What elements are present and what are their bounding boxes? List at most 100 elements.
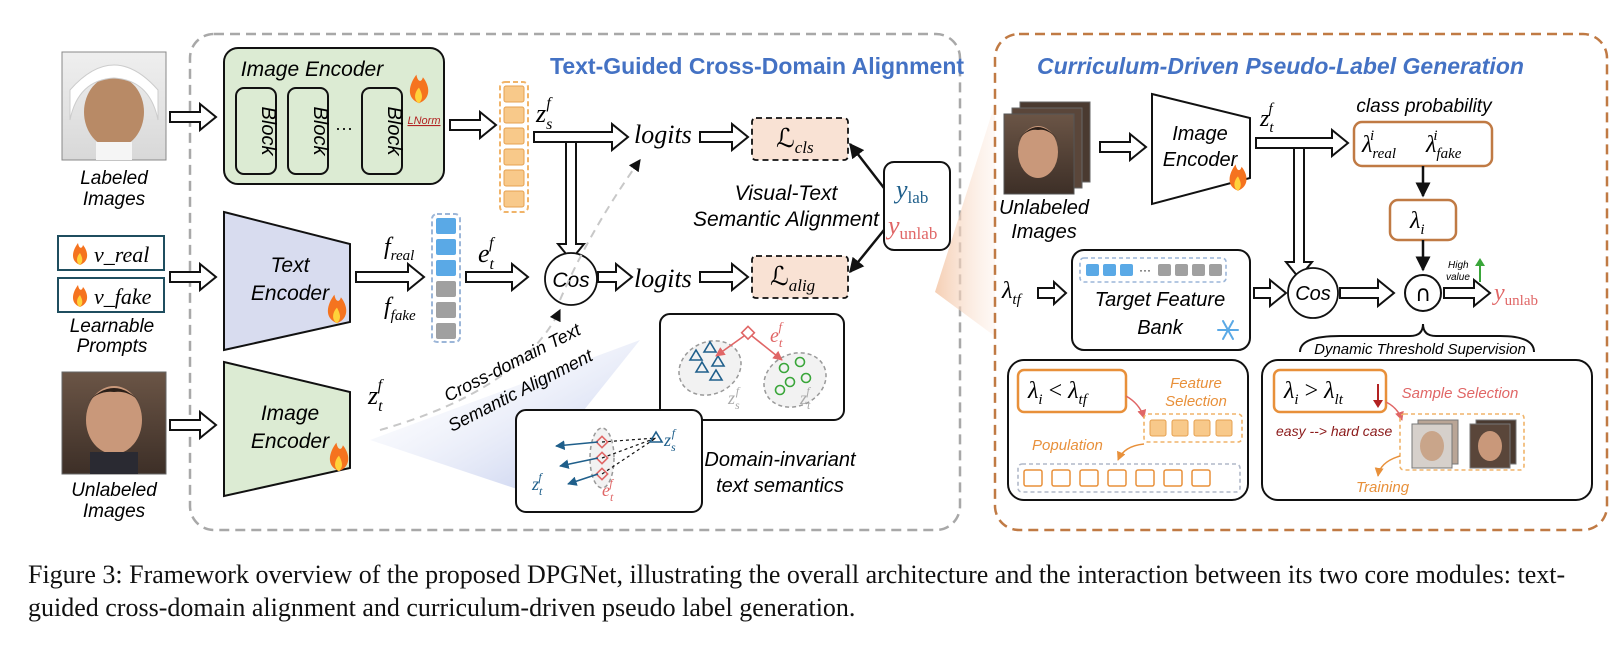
selection-to-population-arrow — [1117, 443, 1145, 461]
target-feature-bank — [1071, 249, 1251, 351]
bank-ellipsis: ··· — [1139, 263, 1151, 277]
inset-z-t-f: ztf — [799, 384, 811, 412]
lt-down-arrowhead — [1373, 400, 1383, 408]
inset-e-t-f: etf — [770, 319, 785, 350]
logits-bottom: logits — [634, 264, 692, 293]
unlabeled-label-1: Unlabeled — [71, 480, 158, 501]
dynamic-threshold-label: Dynamic Threshold Supervision — [1314, 341, 1526, 358]
text-feature-column — [431, 213, 461, 343]
domain-invariant-label-1: Domain-invariant — [704, 449, 857, 471]
prompt-fake: v_fake — [94, 284, 152, 309]
invariant-z-s-f: zsf — [663, 426, 677, 454]
lambda-tf-arrow — [1037, 279, 1068, 307]
cos-to-intersect-arrow — [1339, 277, 1396, 309]
population-cells — [1023, 469, 1211, 487]
framework-diagram: Text-Guided Cross-Domain Alignment Curri… — [57, 32, 1609, 532]
e-t-f: etf — [478, 235, 496, 273]
f-real: freal — [384, 234, 414, 264]
labeled-label-2: Images — [83, 189, 146, 210]
right-encoder-label-2: Encoder — [1163, 149, 1239, 171]
cond-left: λi < λtf — [1027, 378, 1089, 408]
block-3-label: Block — [383, 107, 405, 157]
zs-to-cos-arrow — [555, 141, 587, 262]
selected-feature-cells — [1149, 419, 1233, 437]
block-3 — [361, 87, 403, 175]
population-label: Population — [1032, 437, 1103, 454]
bank-feature-cells — [1086, 264, 1222, 276]
feature-selection-label-1: Feature — [1170, 375, 1222, 392]
right-unlabeled-label-1: Unlabeled — [999, 197, 1090, 219]
bank-to-cos-arrow — [1253, 277, 1288, 309]
right-image-encoder — [1151, 92, 1251, 206]
right-z-t-f: ztf — [1259, 101, 1275, 136]
intersect-to-yunlab-arrow — [1443, 277, 1492, 309]
logits-to-cls-arrow — [699, 121, 750, 153]
cond-left-box — [1016, 368, 1128, 414]
right-cos-label: Cos — [1295, 283, 1331, 305]
z-t-f-left: ztf — [367, 377, 385, 415]
invariant-triangle — [648, 430, 664, 443]
image-encoder-title: Image Encoder — [241, 58, 384, 81]
triangle-markers — [688, 340, 726, 381]
right-unlabeled-label-2: Images — [1011, 221, 1077, 243]
snowflake-icon — [1217, 320, 1239, 340]
invariant-arrows — [555, 440, 599, 486]
selected-samples-frame — [1399, 413, 1525, 471]
cross-domain-dashed-curve — [379, 308, 561, 431]
circle-markers — [774, 356, 812, 396]
sample-selection-label: Sample Selection — [1402, 385, 1519, 402]
yunlab-to-alig-arrow — [849, 229, 885, 274]
right-cos-node — [1287, 267, 1339, 319]
z-s-f: zsf — [535, 95, 553, 133]
flame-icon — [329, 442, 349, 472]
invariant-diamonds — [595, 435, 609, 481]
encoder-out-arrow — [449, 109, 498, 141]
cross-domain-dashed-curve-2 — [559, 159, 641, 301]
prompt-real: v_real — [94, 242, 149, 267]
cond-right: λi > λlt — [1283, 378, 1344, 408]
dynamic-threshold-brace — [1299, 323, 1535, 353]
bank-label-2: Bank — [1137, 317, 1184, 339]
high-value-arrowhead — [1475, 258, 1485, 266]
labeled-image — [61, 51, 167, 161]
right-unlabeled-images — [1003, 101, 1091, 195]
labeled-label-1: Labeled — [80, 168, 149, 189]
selected-features-strip — [1143, 413, 1243, 443]
bank-feature-strip — [1079, 257, 1227, 283]
block-1-label: Block — [257, 107, 279, 157]
loss-alig-box — [751, 255, 849, 299]
logits-top: logits — [634, 120, 692, 149]
intersection-node — [1404, 274, 1442, 312]
visual-text-label-1: Visual-Text — [735, 182, 839, 205]
cond-to-selection-arrow — [1125, 395, 1147, 419]
block-2 — [287, 87, 329, 175]
blue-fan — [370, 340, 640, 490]
unlabeled-image — [61, 371, 167, 475]
inset-z-s-f: zsf — [727, 384, 741, 412]
intersection-symbol: ∩ — [1415, 282, 1431, 307]
figure-caption: Figure 3: Framework overview of the prop… — [28, 560, 1566, 622]
proto-arrow-right — [751, 335, 783, 361]
label-box — [883, 161, 951, 251]
cos-to-logits-arrow — [597, 261, 634, 293]
input-arrow — [169, 101, 218, 441]
domain-invariant-label-2: text semantics — [716, 475, 844, 497]
source-feature-column — [499, 81, 529, 213]
left-panel-title: Text-Guided Cross-Domain Alignment — [550, 53, 964, 79]
feature-selection-label-2: Selection — [1165, 393, 1227, 410]
high-value-2: value — [1446, 272, 1470, 283]
right-zt-to-prob-arrow — [1255, 127, 1350, 159]
invariant-lines — [601, 437, 657, 475]
samples-to-training-arrow — [1374, 455, 1401, 477]
class-probability-label: class probability — [1356, 96, 1493, 117]
flame-icon — [73, 285, 88, 307]
block-1 — [235, 87, 277, 175]
proto-diamond — [740, 325, 756, 341]
right-panel-title: Curriculum-Driven Pseudo-Label Generatio… — [1037, 53, 1524, 79]
unlabeled-label-2: Images — [83, 501, 146, 522]
text-encoder-out-arrow — [355, 261, 426, 293]
image-encoder-2-label-2: Encoder — [251, 430, 330, 453]
logits-to-alig-arrow — [699, 261, 750, 293]
cond-right-box — [1272, 368, 1388, 414]
text-feature-cells — [436, 218, 456, 339]
